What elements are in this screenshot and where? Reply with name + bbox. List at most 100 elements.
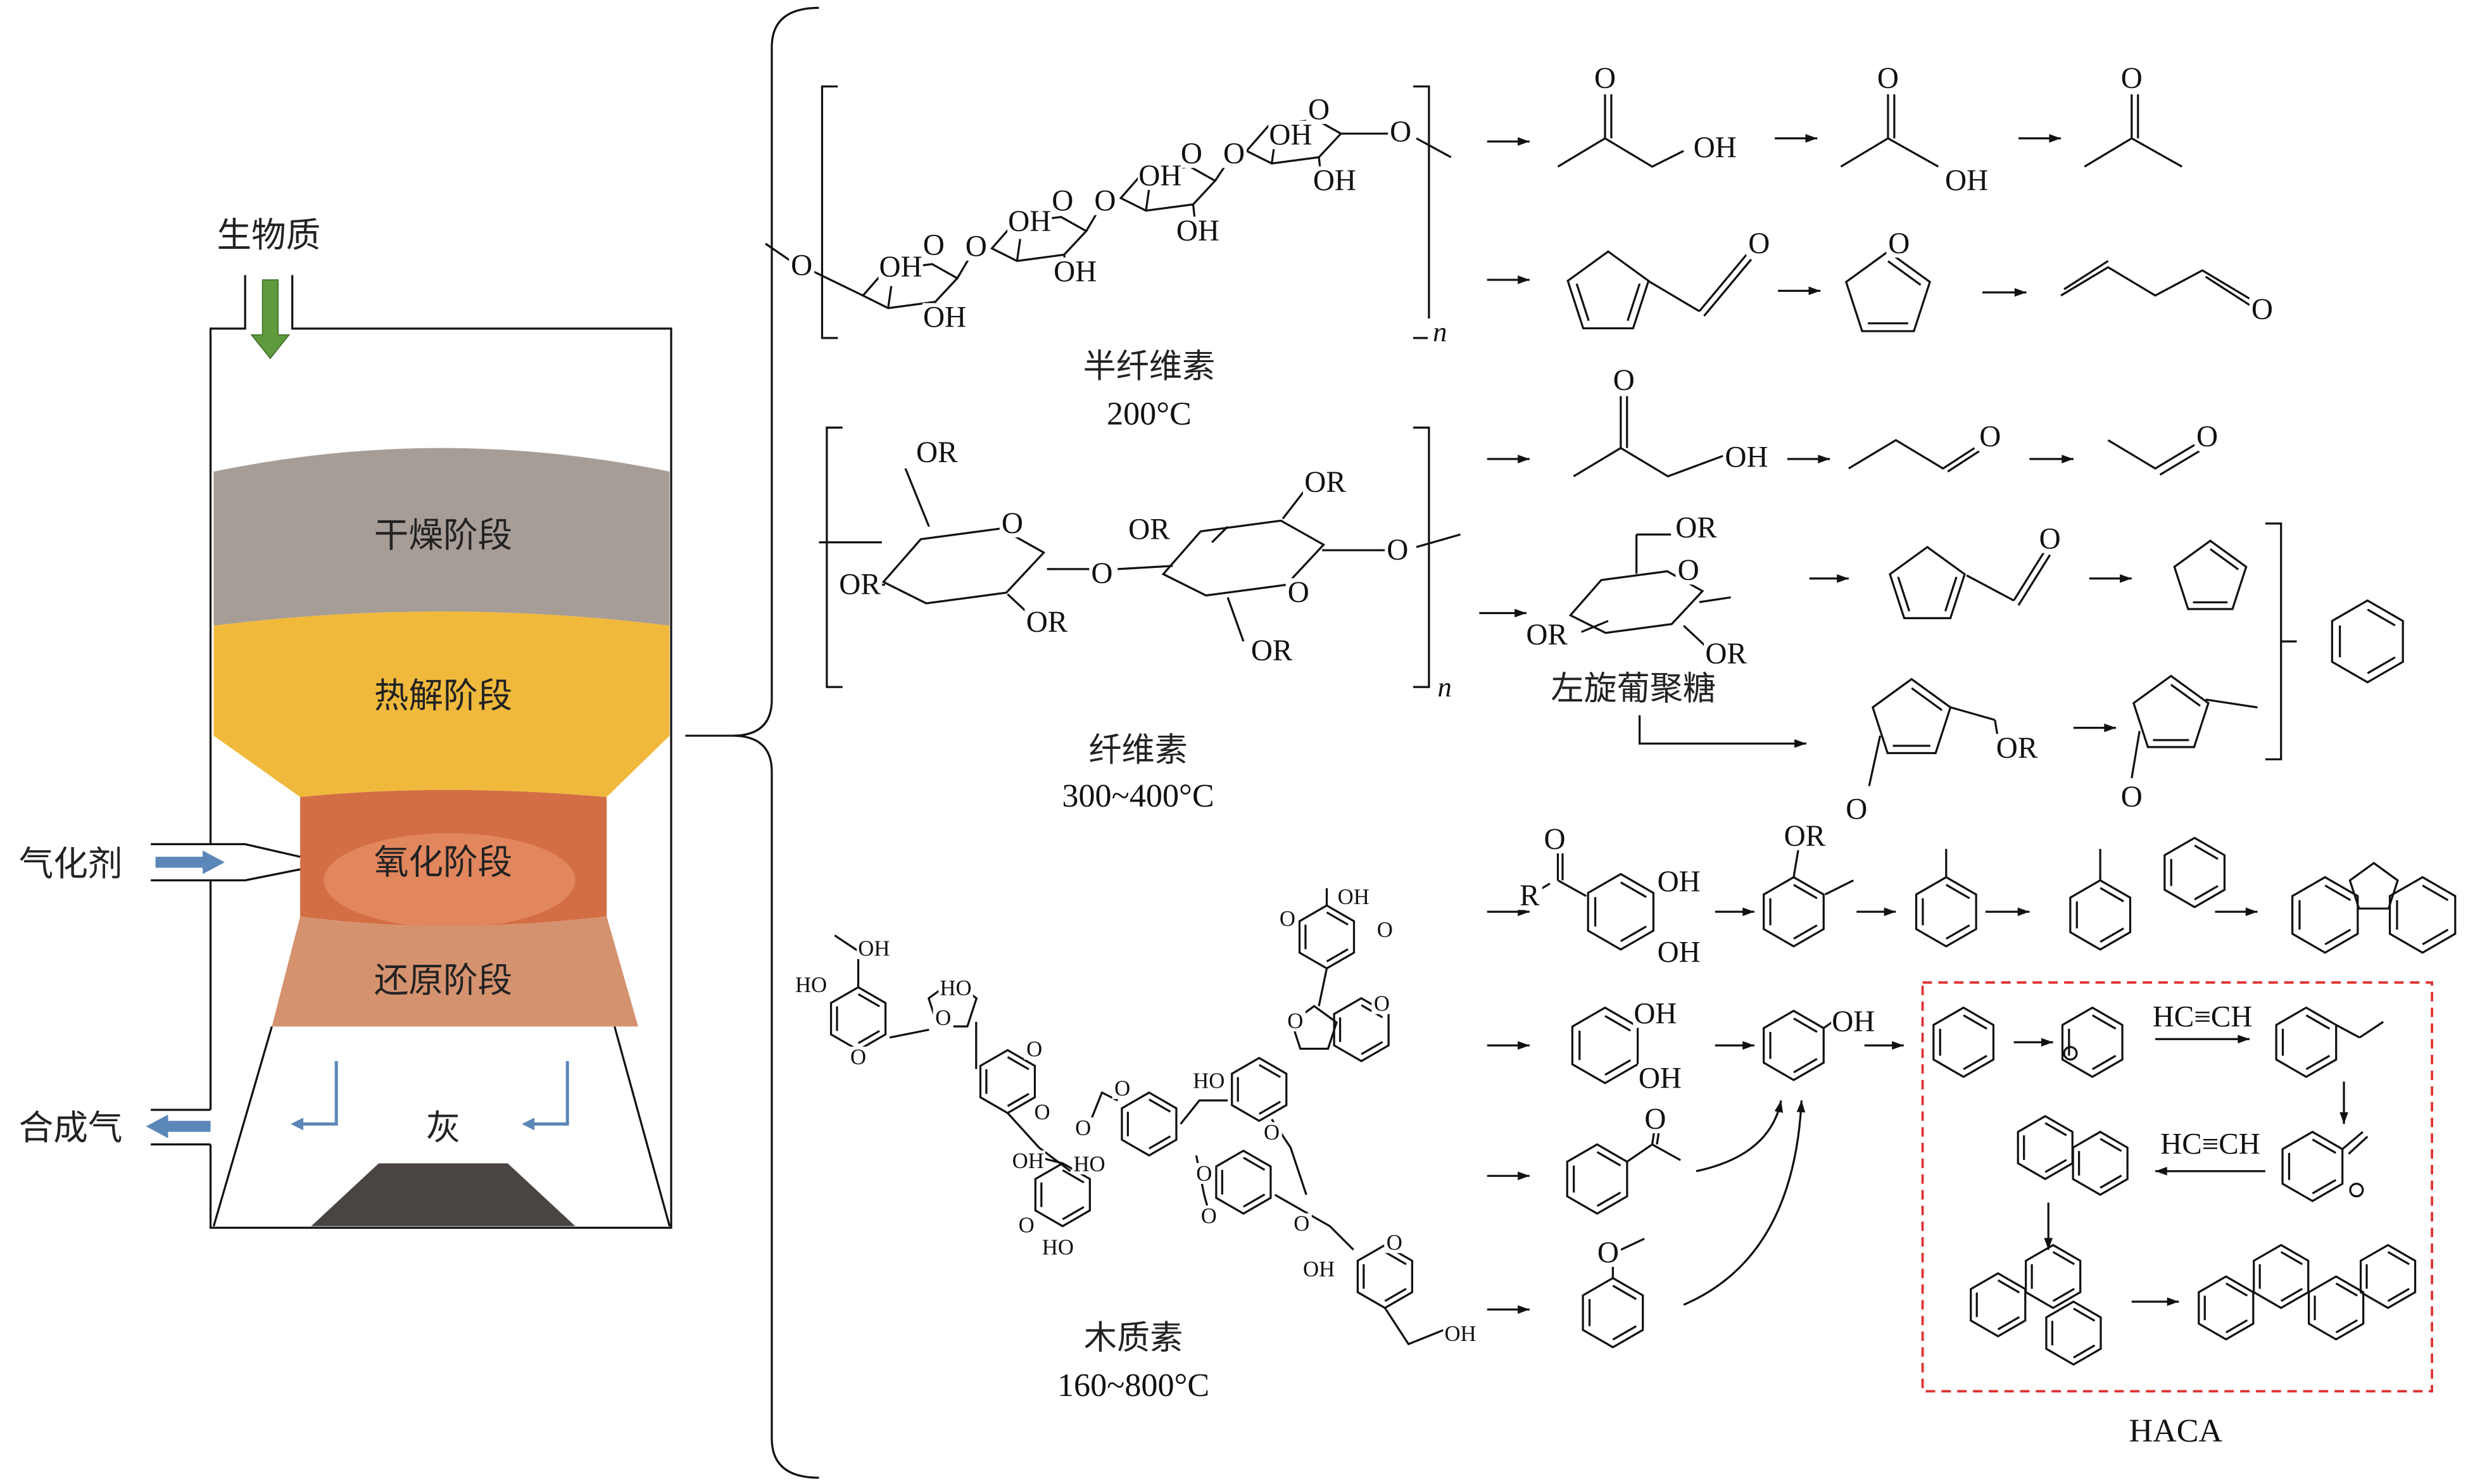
arrowhead-icon [1837, 574, 1849, 583]
atom-label: OR [1526, 619, 1568, 651]
label-background [1977, 422, 2003, 451]
arrowhead-icon [2049, 134, 2062, 143]
label-background [1138, 161, 1183, 191]
bond [1648, 280, 1700, 313]
label-background [922, 303, 967, 332]
label-background [789, 251, 815, 280]
oxidation-zone-label: 氧化阶段 [374, 842, 512, 883]
double-bond [2280, 1251, 2303, 1266]
arrowhead-icon [2041, 1038, 2053, 1047]
gasifier: 生物质 干燥阶段 热解阶段 氧化阶段 还原阶段 灰 气化剂 合成气 [19, 215, 672, 1229]
arrowhead-icon [2104, 723, 2116, 733]
double-bond [2312, 1179, 2337, 1195]
bond [1683, 625, 1708, 649]
carbon-chain [1840, 137, 1939, 168]
atom-label: O [1223, 137, 1245, 170]
product-bracket [2265, 522, 2282, 760]
label-background [2037, 524, 2063, 553]
double-bond [2205, 275, 2250, 306]
atom-label: O [2121, 62, 2143, 95]
benzene-ring [1566, 1143, 1628, 1215]
label-background [848, 1047, 869, 1068]
arrowhead-icon [1518, 275, 1530, 284]
double-bond [1997, 1279, 2020, 1293]
atom-label: O [1288, 576, 1309, 609]
atom-label: HO [940, 976, 971, 1000]
reactor-wall [209, 275, 672, 1229]
carbon-chain [1573, 446, 1723, 478]
bond [2013, 550, 2046, 601]
atom-label: O [1390, 115, 1411, 148]
arrowhead-icon [2014, 288, 2027, 297]
lignin-aromatic-ring [1215, 1149, 1272, 1215]
bond [2335, 1024, 2360, 1039]
feed-arrow-icon [250, 279, 291, 360]
label-background [2119, 64, 2144, 93]
pyrolysis-zone-label: 热解阶段 [374, 675, 512, 715]
benzene-ring [1587, 872, 1655, 951]
cellulose-temp: 300~400°C [1062, 778, 1214, 814]
bond [887, 286, 893, 308]
benzene-ring [2069, 879, 2132, 951]
double-bond [2170, 684, 2201, 707]
double-bond [2324, 884, 2352, 902]
double-bond [857, 993, 880, 1008]
arrowhead-icon [2245, 907, 2258, 916]
atom-label: OH [1832, 1005, 1875, 1038]
bond [1620, 1238, 1645, 1251]
atom-label: O [966, 230, 987, 263]
double-bond [2091, 1055, 2117, 1071]
atom-label: n [1438, 671, 1452, 703]
label-background [1375, 919, 1395, 941]
curved-reaction-arrow [1696, 1100, 1782, 1173]
atom-label: O [1052, 185, 1073, 218]
double-bond [2063, 260, 2109, 291]
component-brace [685, 6, 819, 1479]
bond [1581, 620, 1609, 633]
double-bond [2073, 1307, 2096, 1322]
label-background [1040, 1236, 1076, 1258]
label-background [1126, 515, 1172, 544]
label-background [837, 570, 883, 599]
label-background [1112, 1078, 1133, 1099]
double-bond [2100, 1174, 2122, 1189]
atom-label: O [2251, 293, 2273, 326]
label-background [1524, 620, 1570, 650]
label-background [999, 509, 1025, 538]
oxidation-glow [324, 833, 576, 928]
bond [1792, 848, 1800, 877]
double-bond [1627, 283, 1641, 322]
ash-label: 灰 [426, 1107, 461, 1148]
bond [2341, 1131, 2364, 1150]
double-bond [1946, 924, 1970, 940]
label-background [878, 253, 923, 282]
lignin-aromatic-ring [1356, 1243, 1413, 1309]
label-background [1432, 674, 1457, 701]
atom-label: OR [1026, 606, 1068, 639]
benzene-ring [2388, 876, 2457, 954]
atom-label: O [1979, 420, 2001, 453]
ash-flow-arrowhead-right [522, 1117, 535, 1131]
atom-label: OH [858, 936, 890, 961]
double-bond [1243, 1193, 1266, 1208]
benzene-ring [2017, 1115, 2074, 1181]
label-background [1336, 886, 1371, 907]
atom-label: O [2121, 781, 2143, 814]
label-background [1692, 133, 1737, 162]
double-bond [2305, 1014, 2331, 1030]
double-bond [2052, 1288, 2075, 1302]
atom-label: O [1387, 1230, 1402, 1255]
furan-ring [1844, 250, 1931, 332]
levoglucosan-ring [1568, 570, 1704, 634]
atom-label: O [1294, 1211, 1309, 1236]
double-bond [2225, 1282, 2248, 1297]
hemicellulose-temp: 200°C [1107, 396, 1192, 432]
atom-label: OH [1008, 205, 1051, 238]
label-background [1673, 513, 1719, 543]
arrowhead-icon [1518, 137, 1530, 146]
double-bond [2073, 1344, 2096, 1359]
feed-label: 生物质 [217, 215, 320, 255]
arrowhead-icon [1796, 1100, 1806, 1113]
bond [1966, 574, 2015, 601]
double-bond [1911, 687, 1943, 711]
